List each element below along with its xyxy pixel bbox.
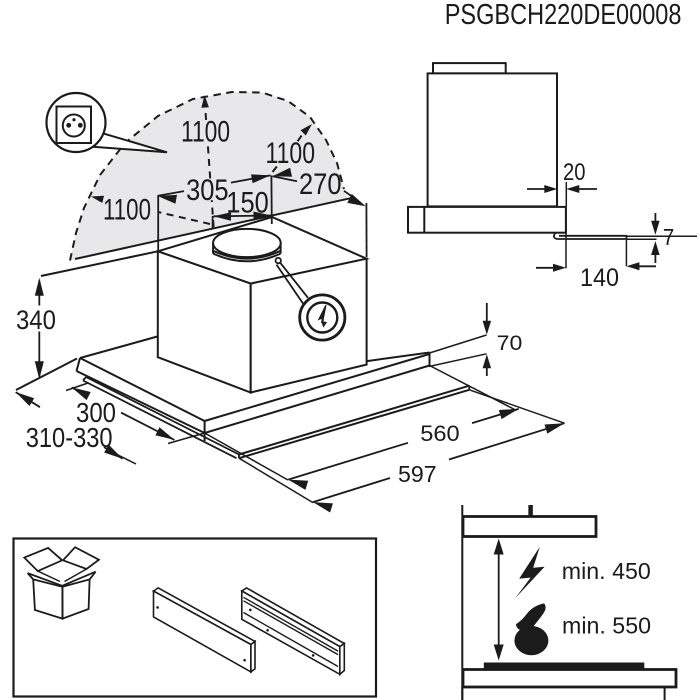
svg-text:340: 340 [16, 305, 56, 335]
svg-text:140: 140 [580, 265, 619, 292]
svg-text:300: 300 [76, 397, 116, 428]
svg-text:min. 550: min. 550 [562, 613, 651, 639]
svg-text:270: 270 [299, 168, 342, 201]
svg-text:1100: 1100 [103, 193, 151, 226]
svg-text:PSGBCH220DE00008: PSGBCH220DE00008 [445, 0, 682, 31]
svg-text:7: 7 [663, 224, 674, 250]
svg-text:1100: 1100 [181, 116, 230, 149]
svg-text:150: 150 [226, 186, 268, 219]
svg-text:20: 20 [563, 159, 586, 186]
svg-text:70: 70 [497, 331, 523, 355]
svg-text:597: 597 [398, 461, 437, 487]
svg-text:min. 450: min. 450 [562, 558, 651, 584]
svg-text:560: 560 [420, 421, 459, 446]
svg-text:305: 305 [186, 174, 229, 207]
svg-text:310-330: 310-330 [26, 422, 113, 453]
svg-text:1100: 1100 [266, 137, 316, 170]
